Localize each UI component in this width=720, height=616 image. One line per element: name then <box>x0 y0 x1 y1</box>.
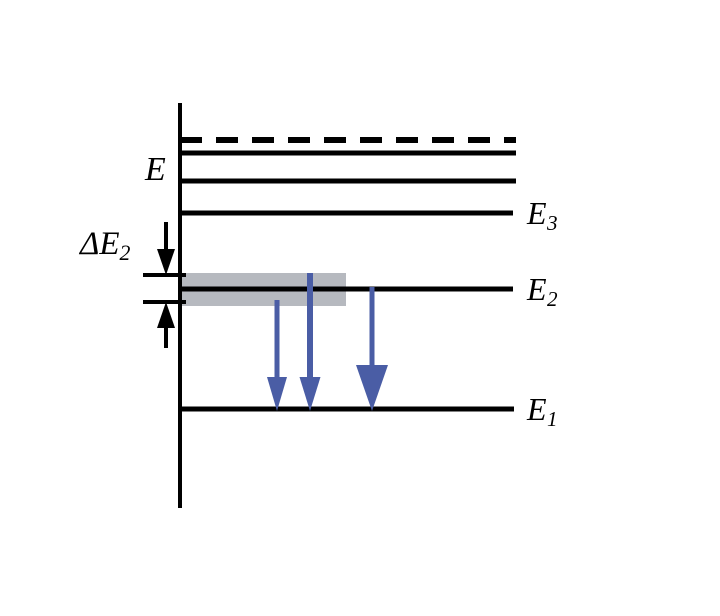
level-1-label-sub: 1 <box>546 406 558 431</box>
transition-arrow-3 <box>356 287 388 411</box>
delta-e2-label: ΔE2 <box>80 226 130 264</box>
level-3-label: E3 <box>527 195 558 233</box>
delta-e2-label-sub: 2 <box>119 241 131 266</box>
delta-down-arrow <box>157 222 175 275</box>
level-3-label-main: E <box>527 195 547 231</box>
delta-up-arrow <box>157 302 175 348</box>
energy-axis-label: E <box>145 151 166 188</box>
delta-e2-label-main: ΔE <box>80 226 120 262</box>
level-1-label-main: E <box>527 391 547 427</box>
level-3-label-sub: 3 <box>546 210 558 235</box>
transition-arrow-2 <box>299 273 321 411</box>
transition-arrow-1 <box>267 300 287 411</box>
level-1-label: E1 <box>527 391 558 429</box>
level-2-label-main: E <box>527 271 547 307</box>
level-2-label: E2 <box>527 271 558 309</box>
level-2-label-sub: 2 <box>546 286 558 311</box>
